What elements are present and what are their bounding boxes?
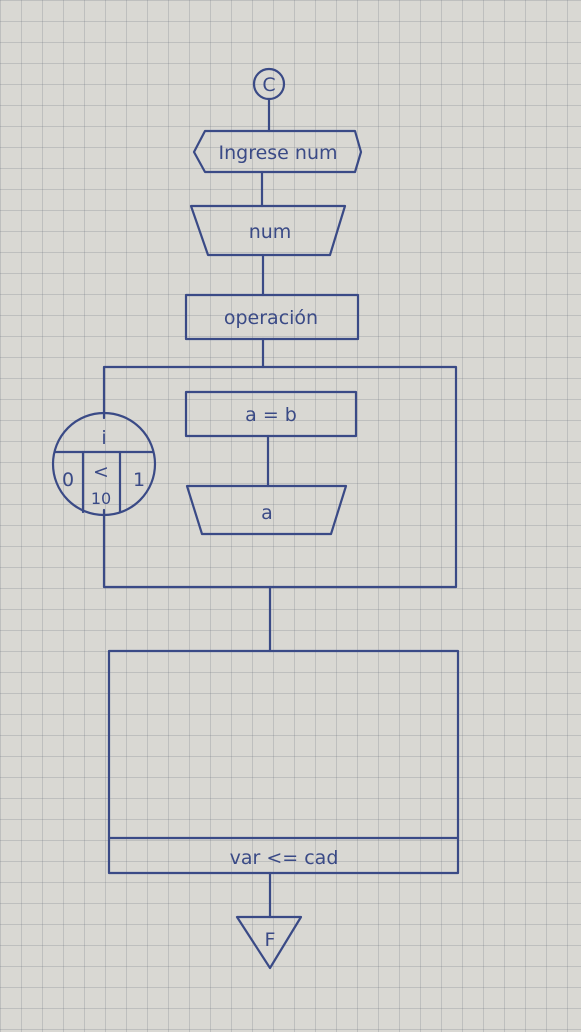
- end-node: F: [235, 915, 303, 970]
- display-prompt: Ingrese num: [192, 129, 363, 174]
- assign-label: a = b: [245, 404, 297, 426]
- start-node: C: [252, 67, 286, 101]
- output-label: a: [261, 502, 273, 524]
- for-loop-node: i 0 < 10 1: [51, 411, 157, 517]
- process-label: operación: [224, 307, 318, 329]
- do-while-block: var <= cad: [107, 649, 460, 875]
- process-assign: a = b: [184, 390, 358, 438]
- loop-step: 1: [133, 469, 145, 491]
- start-label: C: [262, 74, 275, 96]
- loop-cond-op: <: [93, 461, 109, 483]
- loop-frame: [102, 365, 458, 589]
- end-label: F: [265, 929, 276, 951]
- input-num-label: num: [249, 221, 292, 243]
- loop-var: i: [101, 427, 106, 449]
- display-prompt-label: Ingrese num: [218, 142, 337, 164]
- input-num: num: [189, 204, 347, 257]
- loop-init: 0: [62, 469, 74, 491]
- process-operacion: operación: [184, 293, 360, 341]
- loop-cond-val: 10: [91, 489, 111, 508]
- do-while-condition: var <= cad: [230, 847, 339, 869]
- output-a: a: [185, 484, 348, 536]
